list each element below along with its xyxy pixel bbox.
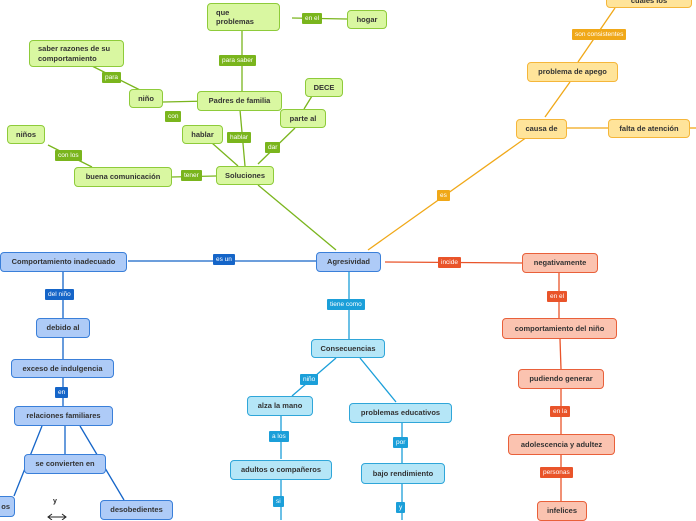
label-es-un: es un (213, 254, 235, 265)
node-hogar[interactable]: hogar (347, 10, 387, 29)
label-por: por (393, 437, 409, 448)
label-son-consistentes: son consistentes (572, 29, 627, 40)
label-tiene-como: tiene como (327, 299, 365, 310)
label-tener: tener (181, 170, 202, 181)
node-agresividad[interactable]: Agresividad (316, 252, 381, 272)
label-del-nino: del niño (45, 289, 74, 300)
label-nino: niño (300, 374, 319, 385)
node-padres-de-familia[interactable]: Padres de familia (197, 91, 282, 111)
node-problema-de-apego[interactable]: problema de apego (527, 62, 618, 82)
label-en-el-hogar: en el (302, 13, 323, 24)
node-parte-al[interactable]: parte al (280, 109, 326, 128)
label-para-saber: para saber (219, 55, 257, 66)
node-buena-comunicacion[interactable]: buena comunicación (74, 167, 172, 187)
node-comportamiento-inadecuado[interactable]: Comportamiento inadecuado (0, 252, 127, 272)
label-hablar: hablar (227, 132, 252, 143)
node-soluciones[interactable]: Soluciones (216, 166, 274, 185)
node-nino[interactable]: niño (129, 89, 163, 108)
label-si: si (273, 496, 284, 507)
node-comportamiento-del-nino[interactable]: comportamiento del niño (502, 318, 617, 339)
label-personas: personas (540, 467, 573, 478)
node-adultos-o-companeros[interactable]: adultos o compañeros (230, 460, 332, 480)
label-en: en (55, 387, 69, 398)
label-con: con (165, 111, 182, 122)
node-top-partial[interactable]: cuales los (606, 0, 692, 8)
y-text: y (53, 498, 57, 505)
node-negativamente[interactable]: negativamente (522, 253, 598, 273)
node-dece[interactable]: DECE (305, 78, 343, 97)
label-dar: dar (265, 142, 281, 153)
node-ninos[interactable]: niños (7, 125, 45, 144)
node-debido-al[interactable]: debido al (36, 318, 90, 338)
node-relaciones-familiares[interactable]: relaciones familiares (14, 406, 113, 426)
label-en-el: en el (547, 291, 568, 302)
label-para: para (102, 72, 122, 83)
node-infelices[interactable]: infelices (537, 501, 587, 521)
label-incide: incide (438, 257, 461, 268)
label-con-los: con los (55, 150, 82, 161)
node-desobedientes[interactable]: desobedientes (100, 500, 173, 520)
node-problemas-educativos[interactable]: problemas educativos (349, 403, 452, 423)
node-adolescencia-y-adultez[interactable]: adolescencia y adultez (508, 434, 615, 455)
node-exceso-de-indulgencia[interactable]: exceso de indulgencia (11, 359, 114, 378)
node-alza-la-mano[interactable]: alza la mano (247, 396, 313, 416)
node-pudiendo-generar[interactable]: pudiendo generar (518, 369, 604, 389)
label-es: es (437, 190, 450, 201)
label-a-los: a los (269, 431, 289, 442)
node-que-problemas[interactable]: que problemas (207, 3, 280, 31)
node-hablar[interactable]: hablar (182, 125, 223, 144)
node-se-convierten-en[interactable]: se convierten en (24, 454, 106, 474)
node-consecuencias[interactable]: Consecuencias (311, 339, 385, 358)
label-y: y (396, 502, 406, 513)
node-falta-de-atencion[interactable]: falta de atención (608, 119, 690, 138)
node-left-partial[interactable]: os (0, 496, 15, 517)
node-saber-razones[interactable]: saber razones de su comportamiento (29, 40, 124, 67)
node-bajo-rendimiento[interactable]: bajo rendimiento (361, 463, 445, 484)
node-causa-de[interactable]: causa de (516, 119, 567, 139)
label-en-la: en la (550, 406, 571, 417)
